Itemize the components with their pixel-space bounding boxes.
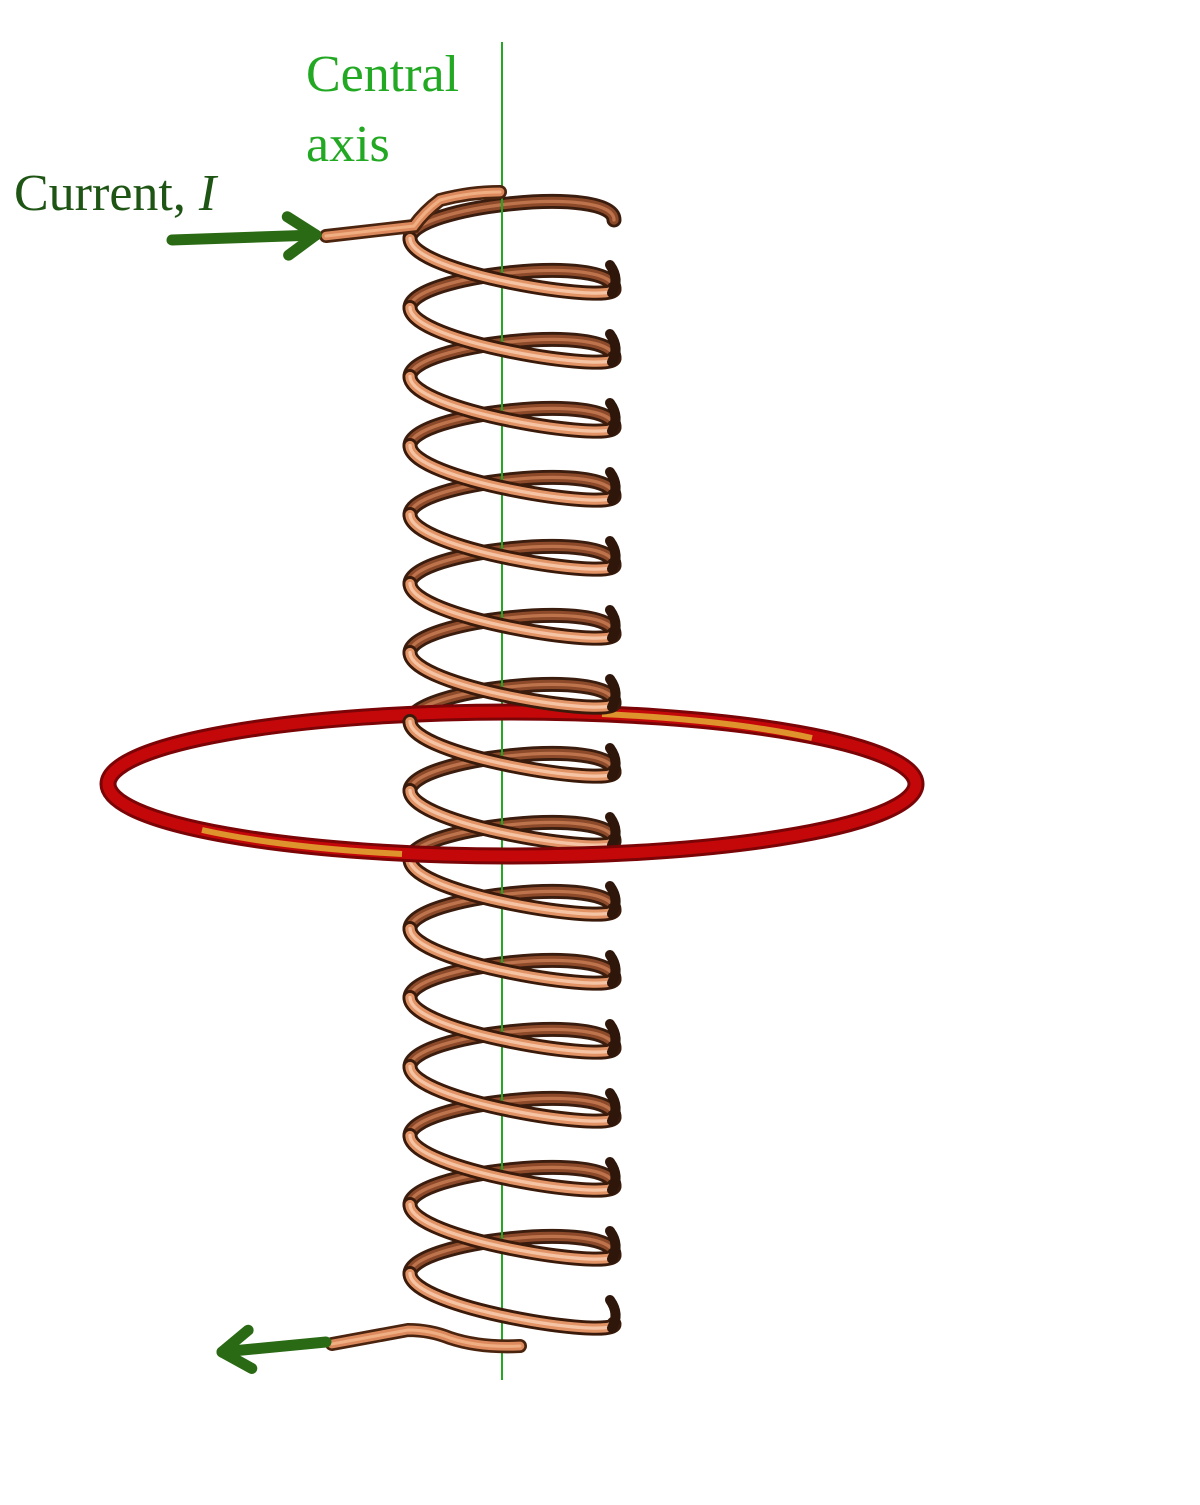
- coil-turn-7-back-highlight: [408, 613, 616, 655]
- current-arrows: [166, 211, 332, 1374]
- loop-front-arc: [99, 783, 925, 865]
- loop-front-highlight: [201, 827, 403, 857]
- coil-turn-1-front-highlight: [408, 236, 616, 295]
- current-symbol: I: [198, 165, 217, 222]
- current-label: Current, I: [14, 168, 216, 220]
- coil-turn-2-shade: [605, 329, 621, 367]
- coil-turn-16-shade: [605, 1295, 621, 1333]
- coil-turn-3-shade: [605, 398, 621, 436]
- current-in-arrow: [166, 211, 322, 261]
- coil-turn-15-front-highlight: [408, 1202, 616, 1261]
- coil-turn-15-back-highlight: [408, 1165, 616, 1207]
- coil-turn-4-shade: [605, 467, 621, 505]
- coil-turn-5-front-highlight: [408, 512, 616, 571]
- coil-turn-3-back-highlight: [408, 337, 616, 379]
- coil-turn-13-front-highlight: [408, 1064, 616, 1123]
- coil-turn-11-back-highlight: [408, 889, 616, 931]
- current-out-arrow: [216, 1324, 332, 1374]
- coil-turn-14-back-highlight: [408, 1096, 616, 1138]
- coil-turn-13-back-highlight: [408, 1027, 616, 1069]
- central-axis-label: Central axis: [306, 40, 459, 180]
- coil-turn-12-back-highlight: [408, 958, 616, 1000]
- coil-turn-5-shade: [605, 536, 621, 574]
- coil-turn-11-front-highlight: [408, 926, 616, 985]
- coil-turn-11-shade: [605, 950, 621, 988]
- coil-turn-12-shade: [605, 1019, 621, 1057]
- coil-bottom-lead-highlight: [330, 1328, 522, 1348]
- coil-turn-1-shade: [605, 260, 621, 298]
- loop-back-arc: [99, 703, 925, 785]
- coil-turn-4-back-highlight: [408, 406, 616, 448]
- coil-turn-4-front-highlight: [408, 443, 616, 502]
- coil-top-lead-highlight: [324, 190, 502, 238]
- loop-front: [102, 783, 922, 862]
- coil-front-segments: [402, 231, 622, 1336]
- coil-turn-6-back-highlight: [408, 544, 616, 586]
- coil-turn-14-front-highlight: [408, 1133, 616, 1192]
- coil-turn-7-shade: [605, 674, 621, 712]
- current-label-text: Current,: [14, 165, 199, 222]
- coil-turn-14-shade: [605, 1157, 621, 1195]
- coil-turn-16-front: [405, 1268, 619, 1333]
- axis-label-line-2: axis: [306, 116, 390, 173]
- coil-turn-8-front-highlight: [408, 719, 616, 778]
- coil-turn-10-front-highlight: [408, 857, 616, 916]
- coil-turn-15-shade: [605, 1226, 621, 1264]
- coil-turn-16-front-highlight: [408, 1271, 616, 1330]
- coil-turn-8-shade: [605, 743, 621, 781]
- coil-turn-6-front-highlight: [408, 581, 616, 640]
- axis-label-line-1: Central: [306, 46, 460, 103]
- coil-turn-9-front-highlight: [408, 788, 616, 847]
- loop-back: [102, 706, 922, 785]
- coil-turn-5-back-highlight: [408, 475, 616, 517]
- coil-turn-13-shade: [605, 1088, 621, 1126]
- coil-turn-2-front-highlight: [408, 305, 616, 364]
- coil-turn-9-shade: [605, 812, 621, 850]
- coil-turn-10-shade: [605, 881, 621, 919]
- coil-leads: [319, 185, 527, 1354]
- coil-turn-12-front-highlight: [408, 995, 616, 1054]
- coil-turn-9-back-highlight: [408, 751, 616, 793]
- coil-turn-16-back-highlight: [408, 1234, 616, 1276]
- coil-turn-6-shade: [605, 605, 621, 643]
- loop-back-highlight: [601, 711, 813, 741]
- coil-turn-3-front-highlight: [408, 374, 616, 433]
- coil-turn-2-back-highlight: [408, 268, 616, 310]
- coil-turn-7-front-highlight: [408, 650, 616, 709]
